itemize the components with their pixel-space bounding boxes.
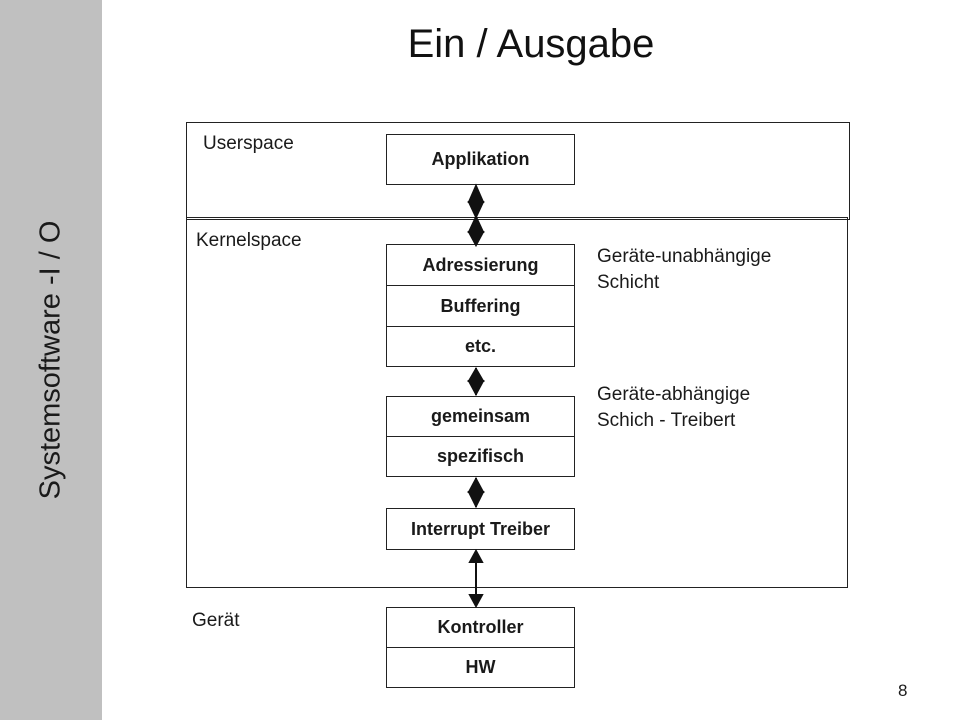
- note-device-independent: Geräte-unabhängige Schicht: [597, 244, 771, 296]
- note-independent-line2: Schicht: [597, 272, 660, 293]
- kernelspace-region: [186, 217, 848, 588]
- note-dependent-line1: Geräte-abhängige: [597, 384, 751, 405]
- note-device-dependent: Geräte-abhängige Schich - Treibert: [597, 382, 750, 434]
- box-buffering: Buffering: [386, 285, 575, 327]
- userspace-region: [186, 122, 850, 220]
- box-interrupt-treiber: Interrupt Treiber: [386, 508, 575, 550]
- box-applikation: Applikation: [386, 134, 575, 185]
- box-etc: etc.: [386, 326, 575, 367]
- sidebar-title: Systemsoftware -I / O: [34, 220, 67, 500]
- box-adressierung: Adressierung: [386, 244, 575, 286]
- box-hw: HW: [386, 647, 575, 688]
- note-independent-line1: Geräte-unabhängige: [597, 246, 772, 267]
- box-kontroller: Kontroller: [386, 607, 575, 648]
- page-number: 8: [898, 681, 908, 700]
- box-gemeinsam: gemeinsam: [386, 396, 575, 437]
- box-spezifisch: spezifisch: [386, 436, 575, 477]
- sidebar: Systemsoftware -I / O: [0, 0, 102, 720]
- kernelspace-label: Kernelspace: [196, 230, 302, 251]
- userspace-label: Userspace: [203, 133, 294, 154]
- page-title: Ein / Ausgabe: [407, 22, 655, 66]
- note-dependent-line2: Schich - Treibert: [597, 410, 736, 431]
- device-label: Gerät: [192, 610, 240, 631]
